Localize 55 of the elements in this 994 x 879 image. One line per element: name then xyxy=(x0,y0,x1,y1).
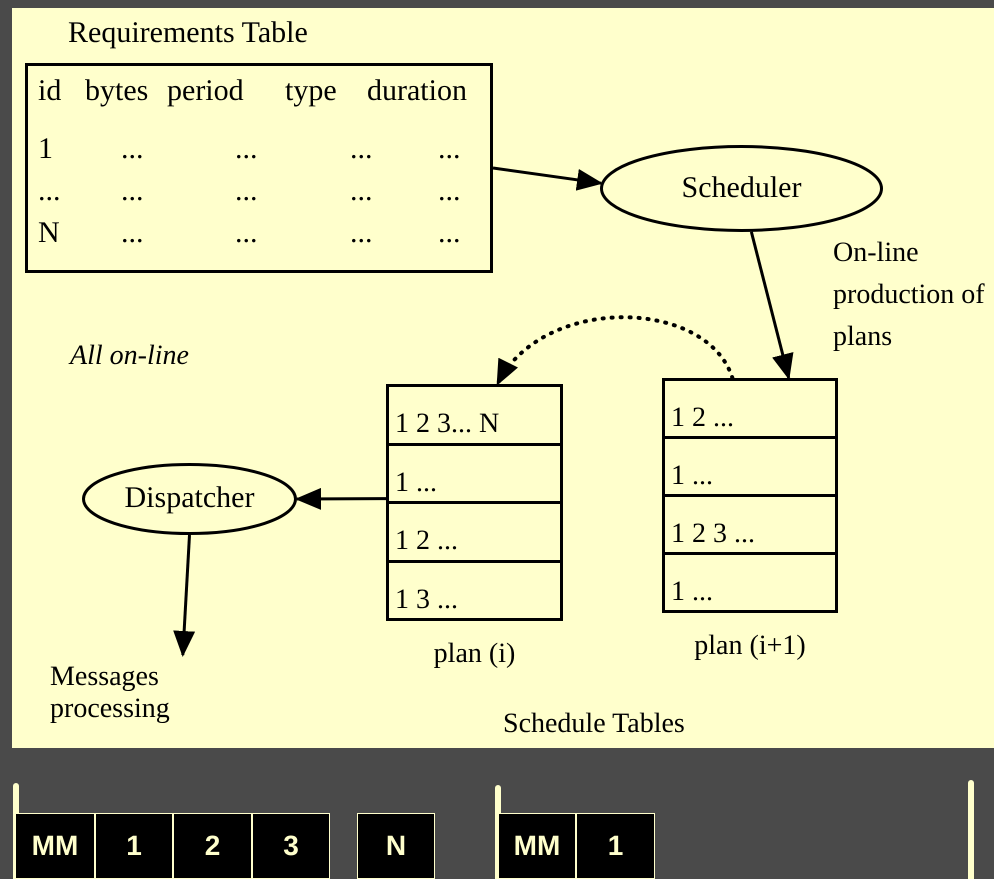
row-text: 1 2 3... N xyxy=(395,408,500,440)
table-caption: plan (i+1) xyxy=(693,630,807,662)
caption-text: Messages processing xyxy=(50,661,171,726)
table-cell: ... xyxy=(235,216,258,250)
table-cell: 1 xyxy=(38,132,53,166)
edge-label: On-line production of plans xyxy=(833,236,986,354)
column-header: type xyxy=(285,74,337,108)
column-header: duration xyxy=(367,74,467,108)
dotted-arrow xyxy=(496,315,734,386)
row-text: 1 2 3 ... xyxy=(671,518,755,550)
table-cell: N xyxy=(38,216,60,250)
table-cell: ... xyxy=(38,174,60,208)
section-caption: Schedule Tables xyxy=(503,708,685,740)
column-header: bytes xyxy=(85,74,148,108)
row-text: 1 2 ... xyxy=(395,525,458,558)
schedule-row xyxy=(662,494,838,555)
process-label: Scheduler xyxy=(680,170,802,205)
note-text: All on-line xyxy=(70,340,189,372)
table-cell: ... xyxy=(235,174,258,208)
message-slot: 1 xyxy=(95,813,173,879)
arrow xyxy=(295,488,386,510)
table-cell: ... xyxy=(438,174,460,208)
message-slot: MM xyxy=(498,813,576,879)
table-cell: ... xyxy=(438,132,460,166)
arrow xyxy=(173,534,196,657)
schedule-row xyxy=(386,384,563,446)
table-cell: ... xyxy=(438,216,460,250)
arrow xyxy=(750,232,794,380)
arrow xyxy=(492,166,604,191)
column-header: id xyxy=(38,74,62,108)
table-title: Requirements Table xyxy=(68,16,308,50)
table-cell: ... xyxy=(235,132,258,166)
table-cell: ... xyxy=(350,132,372,166)
row-text: 1 2 ... xyxy=(671,402,734,434)
schedule-row xyxy=(662,378,838,439)
schedule-row xyxy=(386,501,563,562)
table-cell: ... xyxy=(350,174,372,208)
schedule-row xyxy=(662,552,838,613)
row-text: 1 3 ... xyxy=(395,584,458,616)
table-cell: ... xyxy=(350,216,372,250)
process-label: Dispatcher xyxy=(124,481,256,516)
table-cell: ... xyxy=(121,216,144,250)
row-text: 1 ... xyxy=(395,466,437,499)
message-slot: N xyxy=(357,813,435,879)
message-slot: MM xyxy=(15,813,95,879)
message-slot: 3 xyxy=(252,813,330,879)
row-text: 1 ... xyxy=(671,576,713,608)
message-slot: 2 xyxy=(173,813,252,879)
schedule-row xyxy=(662,436,838,497)
table-cell: ... xyxy=(121,132,144,166)
message-slot: 1 xyxy=(576,813,655,879)
table-caption: plan (i) xyxy=(432,638,516,670)
column-header: period xyxy=(167,74,244,108)
table-cell: ... xyxy=(121,174,144,208)
row-text: 1 ... xyxy=(671,460,713,492)
